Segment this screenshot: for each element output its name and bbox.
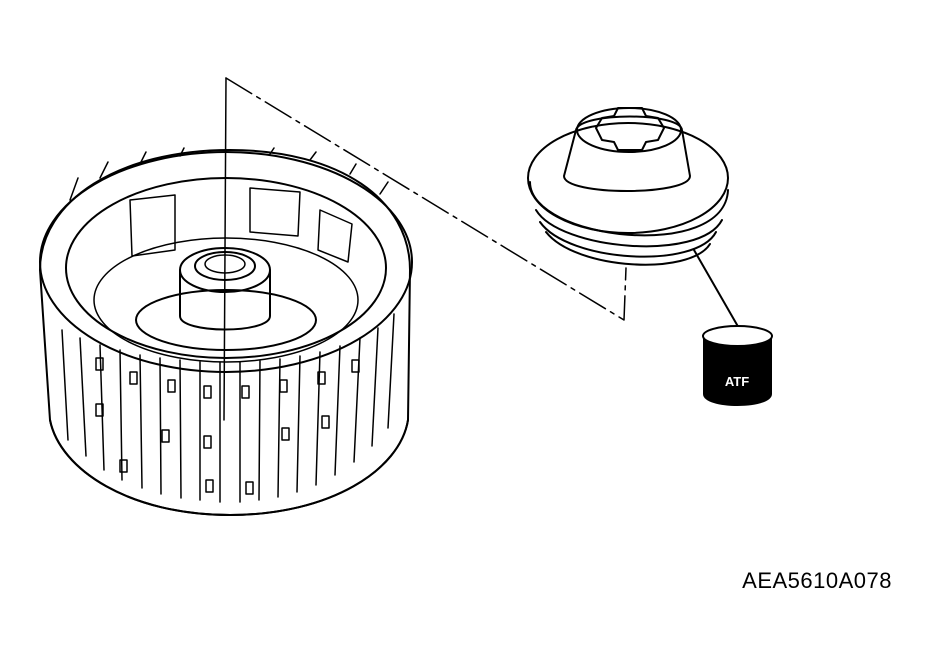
drum-hub — [135, 247, 317, 351]
clutch-piston — [527, 107, 729, 266]
drum-rim-teeth — [69, 147, 389, 201]
drum-spline-windows — [95, 357, 360, 495]
atf-label: ATF — [725, 374, 749, 389]
exploded-view-leader — [223, 77, 627, 421]
figure-code: AEA5610A078 — [742, 568, 892, 593]
atf-container: ATF — [693, 249, 773, 406]
drum-splines — [61, 313, 395, 503]
clutch-drum — [39, 147, 413, 516]
